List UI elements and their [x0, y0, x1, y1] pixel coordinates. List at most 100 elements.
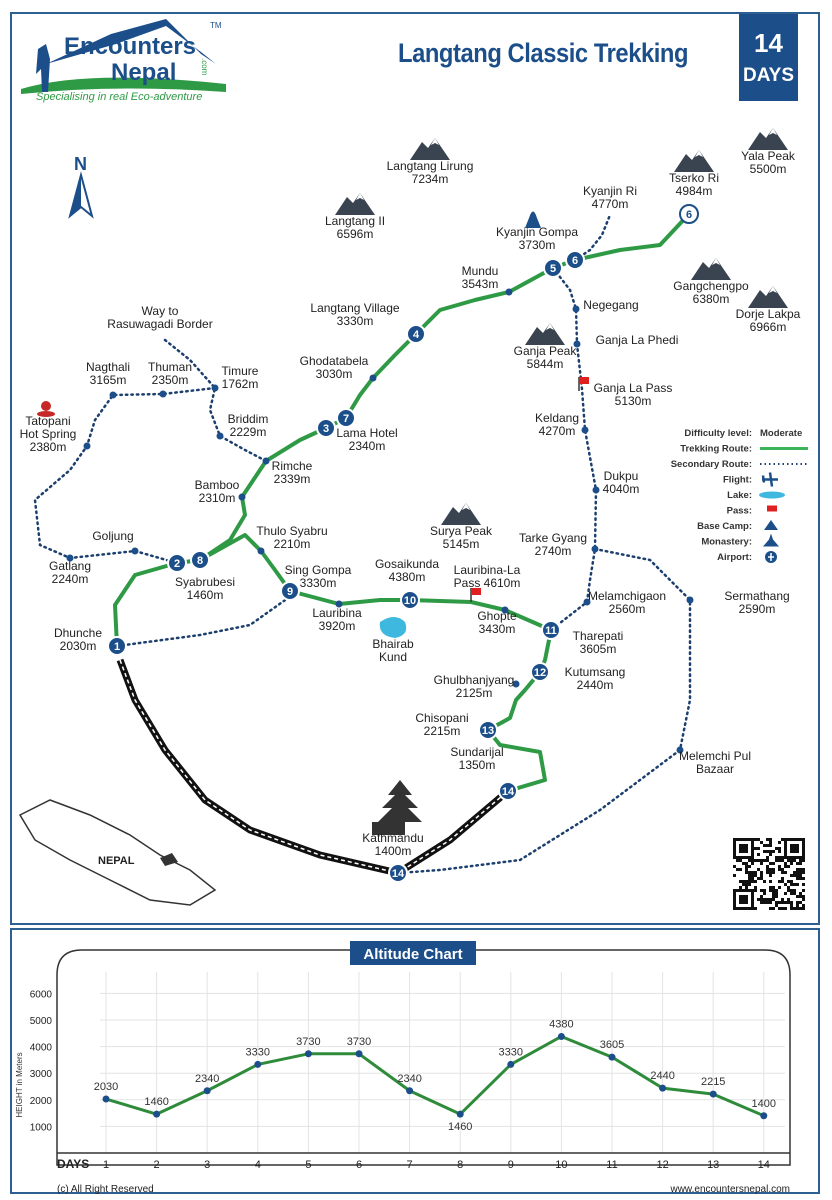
place-name: Dorje Lakpa: [736, 307, 801, 321]
qr-module: [733, 847, 736, 850]
qr-module: [745, 898, 748, 901]
qr-module: [802, 898, 805, 901]
qr-module: [772, 850, 775, 853]
langtang-ii-mountain-icon: [335, 193, 375, 215]
y-tick-label: 1000: [30, 1122, 53, 1133]
day-marker-circle: [388, 863, 408, 883]
day-marker-6: 6: [679, 204, 699, 224]
qr-module: [748, 871, 751, 874]
day-marker-circle: [316, 418, 336, 438]
page-title: Langtang Classic Trekking: [398, 38, 689, 68]
place-name: Way to: [142, 304, 179, 318]
day-number: 2: [174, 558, 180, 570]
qr-module: [736, 838, 739, 841]
melemchi-pul-waypoint-dot: [676, 746, 684, 754]
place-altitude: 7234m: [412, 172, 449, 186]
qr-module: [778, 865, 781, 868]
data-label: 3730: [296, 1036, 320, 1048]
qr-module: [787, 898, 790, 901]
airplane-icon: [761, 472, 778, 487]
qr-module: [787, 838, 790, 841]
data-label: 4380: [549, 1018, 573, 1030]
qr-module: [766, 859, 769, 862]
qr-module: [733, 895, 736, 898]
place-altitude: 3030m: [316, 367, 353, 381]
qr-module: [748, 874, 751, 877]
qr-module: [754, 886, 757, 889]
qr-module: [736, 907, 739, 910]
qr-module: [745, 871, 748, 874]
data-point-day-7: [406, 1087, 414, 1095]
day-marker-9: 9: [280, 581, 300, 601]
qr-module: [790, 850, 793, 853]
qr-module: [775, 856, 778, 859]
data-label: 1460: [448, 1121, 472, 1133]
qr-module: [733, 841, 736, 844]
qr-module: [733, 856, 736, 859]
tatopani-waypoint-dot: [83, 442, 91, 450]
qr-module: [733, 898, 736, 901]
qr-module: [748, 877, 751, 880]
place-name: Tatopani: [25, 414, 70, 428]
qr-module: [769, 853, 772, 856]
place-name: Gangchengpo: [673, 279, 749, 293]
qr-module: [790, 874, 793, 877]
qr-module: [802, 904, 805, 907]
website-link[interactable]: www.encountersnepal.com: [669, 1184, 790, 1195]
qr-module: [763, 889, 766, 892]
day-number: 14: [392, 868, 405, 880]
place-name: Lauribina-La: [454, 563, 521, 577]
place-name: Ghopte: [477, 609, 517, 623]
qr-module: [757, 868, 760, 871]
qr-module: [796, 868, 799, 871]
qr-module: [790, 859, 793, 862]
x-tick-label: 10: [555, 1159, 567, 1171]
day-marker-circle: [543, 258, 563, 278]
qr-module: [769, 907, 772, 910]
days-number: 14: [754, 28, 783, 58]
day-marker-13: 13: [478, 720, 498, 740]
qr-module: [802, 871, 805, 874]
data-label: 3605: [600, 1039, 624, 1051]
qr-module: [739, 847, 742, 850]
day-marker-circle: [107, 636, 127, 656]
qr-module: [784, 844, 787, 847]
qr-module: [739, 859, 742, 862]
secondary-route-3: [33, 386, 217, 565]
qr-module: [799, 856, 802, 859]
data-label: 3730: [347, 1036, 371, 1048]
place-altitude: 3430m: [479, 622, 516, 636]
qr-module: [793, 838, 796, 841]
qr-module: [787, 901, 790, 904]
qr-module: [739, 856, 742, 859]
x-tick-label: 4: [255, 1159, 261, 1171]
qr-module: [787, 859, 790, 862]
place-altitude: 3730m: [519, 238, 556, 252]
qr-module: [733, 865, 736, 868]
day-number: 12: [534, 667, 546, 679]
surya-peak-snowcap: [462, 503, 470, 510]
qr-module: [787, 865, 790, 868]
qr-module: [778, 907, 781, 910]
day-marker-circle: [400, 590, 420, 610]
qr-module: [796, 874, 799, 877]
qr-module: [757, 853, 760, 856]
qr-module: [742, 895, 745, 898]
qr-module: [772, 895, 775, 898]
ghodatabela-waypoint-dot: [369, 374, 377, 382]
place-altitude: 1460m: [187, 588, 224, 602]
qr-module: [742, 856, 745, 859]
day-number: 1: [114, 641, 120, 653]
qr-module: [772, 892, 775, 895]
qr-module: [793, 892, 796, 895]
qr-module: [799, 907, 802, 910]
day-number: 7: [343, 413, 349, 425]
thulo-syabru-waypoint-dot: [257, 547, 265, 555]
